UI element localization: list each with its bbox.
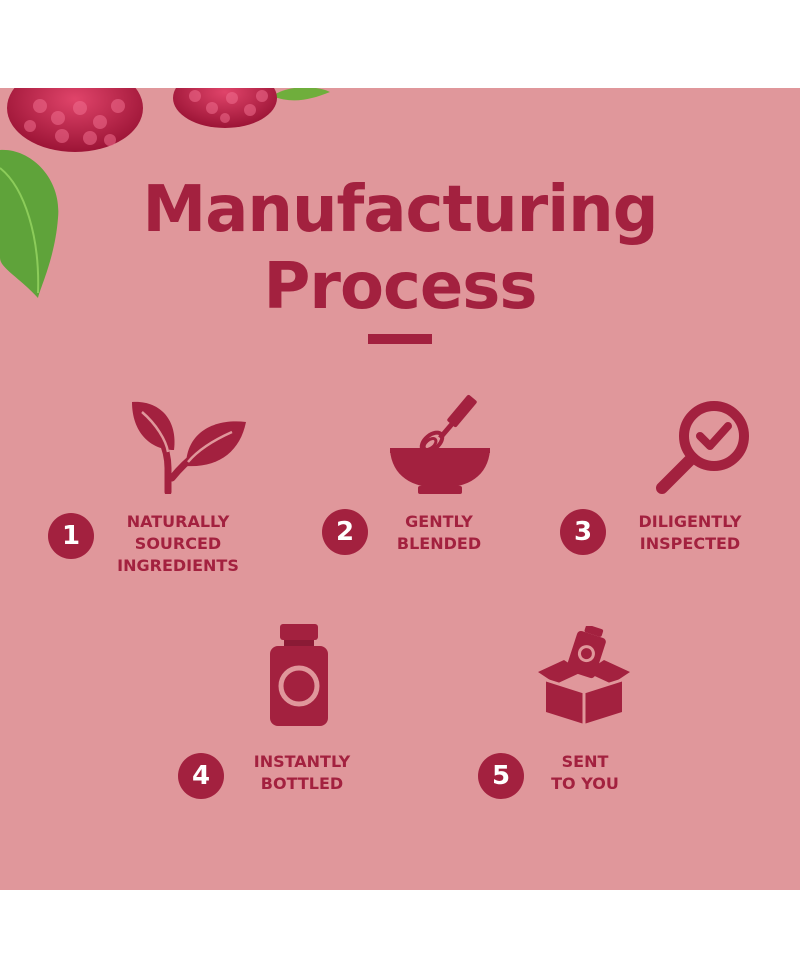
step-1-label: NATURALLY SOURCED INGREDIENTS xyxy=(110,511,246,577)
step-2-label: GENTLY BLENDED xyxy=(380,511,498,555)
step-1-label-line-3: INGREDIENTS xyxy=(117,556,239,575)
page-title-line-1: Manufacturing xyxy=(142,173,659,247)
page-title-line-2: Process xyxy=(263,250,538,324)
step-1-label-line-2: SOURCED xyxy=(134,534,222,553)
step-4-label-line-2: BOTTLED xyxy=(260,774,344,793)
bowl-whisk-icon xyxy=(390,394,490,494)
box-with-bottle-icon xyxy=(538,626,630,724)
step-3-label-line-1: DILIGENTLY xyxy=(638,512,742,531)
step-2-number: 2 xyxy=(322,509,368,555)
step-2-label-line-2: BLENDED xyxy=(396,534,482,553)
step-4-number: 4 xyxy=(178,753,224,799)
bottle-icon xyxy=(270,624,328,726)
leaves-sprout-icon xyxy=(132,401,246,494)
step-5-label-line-2: TO YOU xyxy=(551,774,619,793)
step-1-number: 1 xyxy=(48,513,94,559)
step-5-number: 5 xyxy=(478,753,524,799)
step-5-label: SENT TO YOU xyxy=(530,751,640,795)
step-3-number: 3 xyxy=(560,509,606,555)
step-5-label-line-1: SENT xyxy=(561,752,609,771)
step-2-label-line-1: GENTLY xyxy=(405,512,473,531)
step-3-label: DILIGENTLY INSPECTED xyxy=(628,511,752,555)
title-divider xyxy=(368,334,432,344)
step-4-label: INSTANTLY BOTTLED xyxy=(240,751,364,795)
magnifier-check-icon xyxy=(656,401,749,494)
step-3-label-line-2: INSPECTED xyxy=(639,534,741,553)
infographic-panel: Manufacturing Process 1 NATURALLY SOURCE… xyxy=(0,88,800,890)
step-1-label-line-1: NATURALLY xyxy=(126,512,230,531)
raspberry-leaf-decoration xyxy=(0,88,330,298)
step-4-label-line-1: INSTANTLY xyxy=(253,752,351,771)
